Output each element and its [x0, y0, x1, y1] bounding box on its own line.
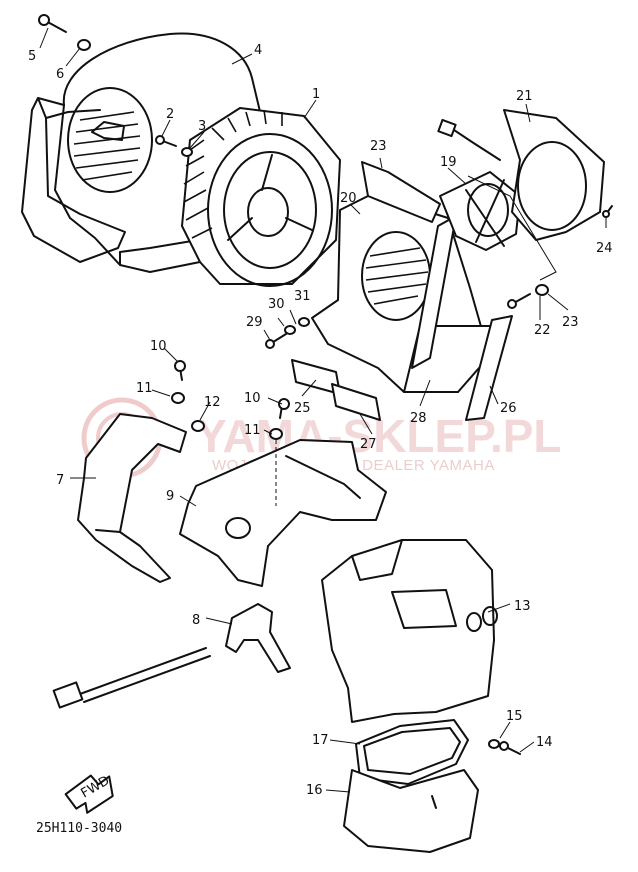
callout-25: 23 — [370, 139, 387, 154]
callout-23: 24 — [596, 241, 613, 256]
callout-19: 20 — [340, 191, 357, 206]
part-19-shroud-assembly — [311, 161, 513, 421]
callout-5: 5 — [28, 49, 36, 64]
callout-11-mid: 11 — [244, 423, 261, 438]
callout-10-top: 10 — [150, 339, 167, 354]
part-7-side-plate — [77, 413, 187, 583]
callout-13: 13 — [514, 599, 531, 614]
callout-1: 1 — [312, 87, 320, 102]
callout-16: 16 — [306, 783, 323, 798]
callout-21: 22 — [534, 323, 551, 338]
callout-31: 31 — [294, 289, 311, 304]
callout-9: 9 — [166, 489, 174, 504]
callout-3: 3 — [198, 119, 206, 134]
fasteners-right — [265, 205, 613, 349]
callout-28: 28 — [410, 411, 427, 426]
callout-29: 29 — [246, 315, 263, 330]
callout-24: 25 — [294, 401, 311, 416]
callout-4: 4 — [254, 43, 262, 58]
callout-26: 26 — [500, 401, 517, 416]
part-24-27-pads — [291, 359, 381, 421]
fasteners-top-left — [38, 14, 193, 157]
part-1-finned-cylinder — [181, 107, 341, 287]
callout-22: 23 — [562, 315, 579, 330]
part-18-fan-motor — [437, 109, 605, 251]
callout-labels: 5 6 4 1 2 3 23 20 19 21 24 22 23 30 31 2… — [28, 43, 613, 798]
callout-17: 17 — [312, 733, 329, 748]
part-9-lower-cover — [179, 439, 387, 587]
callout-10-mid: 10 — [244, 391, 261, 406]
callout-27: 27 — [360, 437, 377, 452]
fasteners-middle — [171, 360, 290, 440]
callout-11-top: 11 — [136, 381, 153, 396]
callout-7: 7 — [56, 473, 64, 488]
leader-lines — [39, 27, 607, 793]
callout-6: 6 — [56, 67, 64, 82]
fwd-arrow: FWD — [64, 773, 114, 814]
callout-15: 15 — [506, 709, 523, 724]
callout-8: 8 — [192, 613, 200, 628]
part-13-box-cover — [321, 539, 498, 723]
part-code: 25H110-3040 — [36, 821, 122, 836]
callout-20: 21 — [516, 89, 533, 104]
callout-2: 2 — [166, 107, 174, 122]
callout-12: 12 — [204, 395, 221, 410]
callout-18: 19 — [440, 155, 457, 170]
part-16-17-box — [343, 719, 521, 853]
callout-30: 30 — [268, 297, 285, 312]
part-8-bracket — [52, 603, 291, 709]
callout-14: 14 — [536, 735, 553, 750]
